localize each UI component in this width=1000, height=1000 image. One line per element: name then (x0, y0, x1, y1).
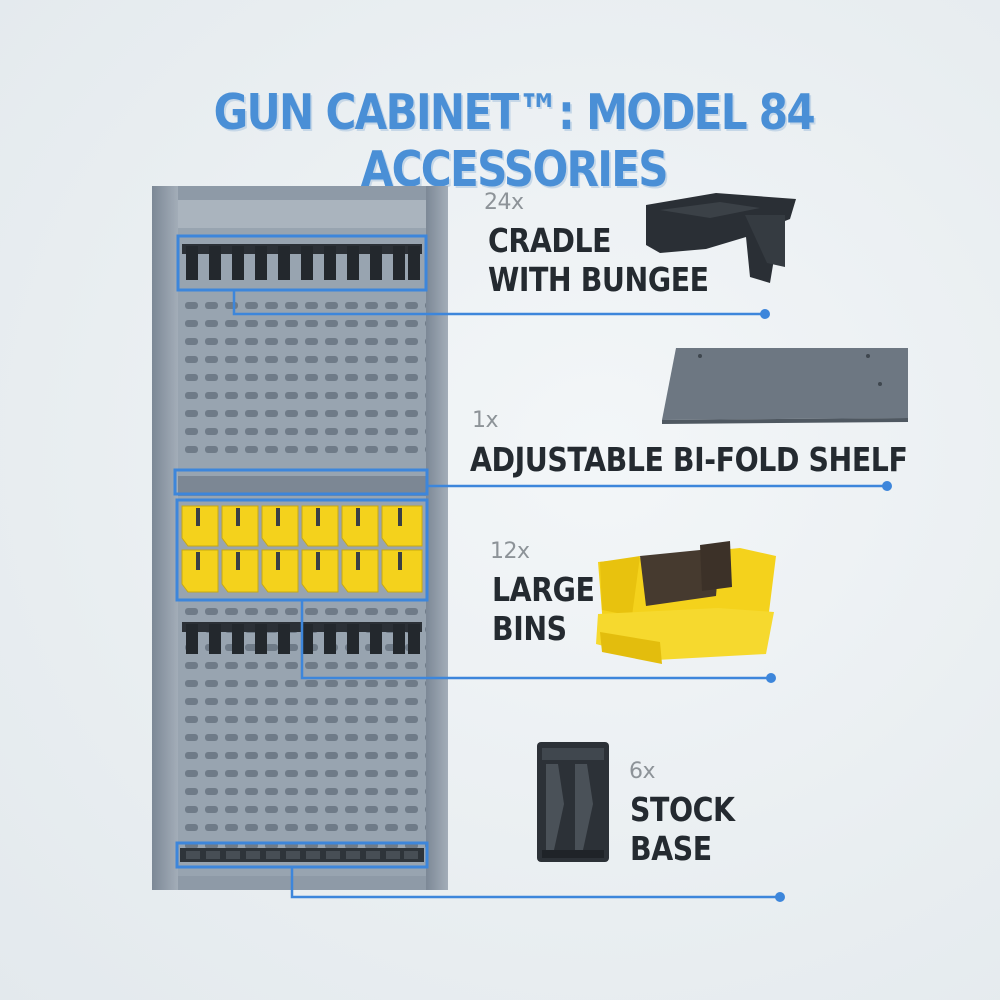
page-title: GUN CABINET™: MODEL 84 ACCESSORIES (213, 84, 816, 198)
cradle-count: 24x (484, 190, 524, 215)
bins-label-line-2: BINS (492, 609, 567, 648)
stock-base-label-line-1: STOCK (630, 790, 735, 829)
cabinet-right-door-edge (426, 186, 448, 890)
bins-count: 12x (490, 539, 530, 564)
bin-product-image (596, 541, 776, 664)
shelf-label-line-1: ADJUSTABLE BI-FOLD SHELF (470, 440, 908, 479)
bi-fold-shelf (178, 476, 426, 496)
highlight-cradles (176, 234, 428, 292)
bins-label-line-1: LARGE (492, 570, 595, 609)
callout-line-bins (300, 600, 771, 680)
louvered-panel (178, 290, 426, 464)
shelf-label: ADJUSTABLE BI-FOLD SHELF (470, 440, 908, 479)
cradle-label-line-2: WITH BUNGEE (488, 260, 709, 299)
stock-base-label: STOCK BASE (630, 790, 735, 868)
callout-lines (232, 290, 887, 899)
shelf-product-image (662, 348, 908, 424)
cradle-label: CRADLE WITH BUNGEE (488, 221, 709, 299)
bins-label: LARGE BINS (492, 570, 595, 648)
callout-line-stock-base (290, 867, 780, 899)
highlight-shelf (173, 468, 429, 496)
callout-line-cradle (232, 290, 765, 316)
cradle-row-top (182, 244, 422, 280)
cabinet-left-door-edge (152, 186, 178, 890)
stock-base-count: 6x (629, 759, 656, 784)
bins-grid (181, 505, 423, 593)
cradle-label-line-1: CRADLE (488, 221, 612, 260)
stock-base-product-image (537, 742, 609, 862)
stock-base-row (180, 848, 424, 862)
stock-base-label-line-2: BASE (630, 829, 712, 868)
callout-dots (760, 309, 892, 902)
shelf-count: 1x (472, 408, 499, 433)
highlight-stock-base (175, 841, 429, 869)
cradle-product-image (646, 193, 796, 283)
